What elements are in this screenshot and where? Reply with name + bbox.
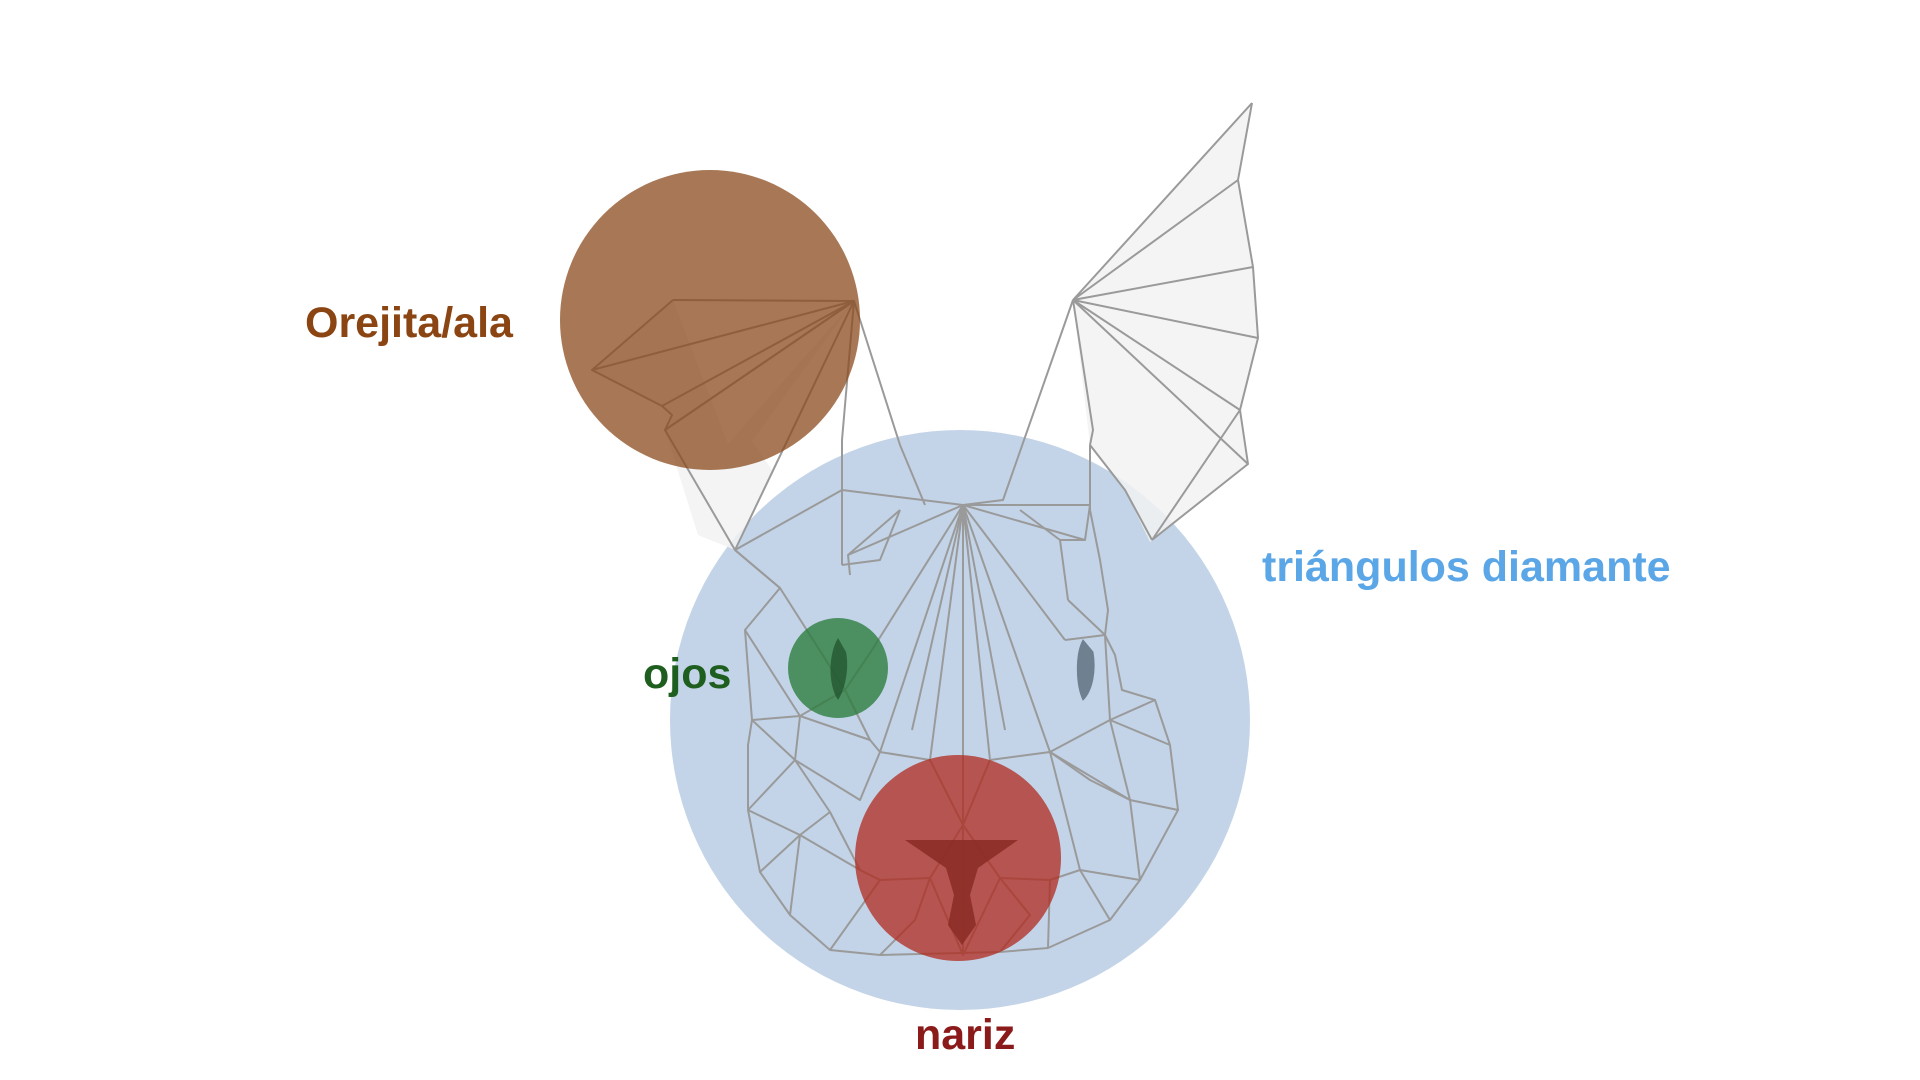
diamond-triangles-label: triángulos diamante xyxy=(1262,543,1671,591)
left-eye-icon xyxy=(830,638,848,700)
right-eye-icon xyxy=(1076,639,1095,701)
ear-highlight-circle xyxy=(560,170,860,470)
ear-label: Orejita/ala xyxy=(305,299,513,347)
nose-icon xyxy=(905,840,1018,945)
nose-label: nariz xyxy=(915,1011,1016,1059)
eyes-label: ojos xyxy=(643,650,732,698)
diamond-highlight-circle xyxy=(670,430,1250,1010)
right-ear-shape xyxy=(1073,103,1258,542)
